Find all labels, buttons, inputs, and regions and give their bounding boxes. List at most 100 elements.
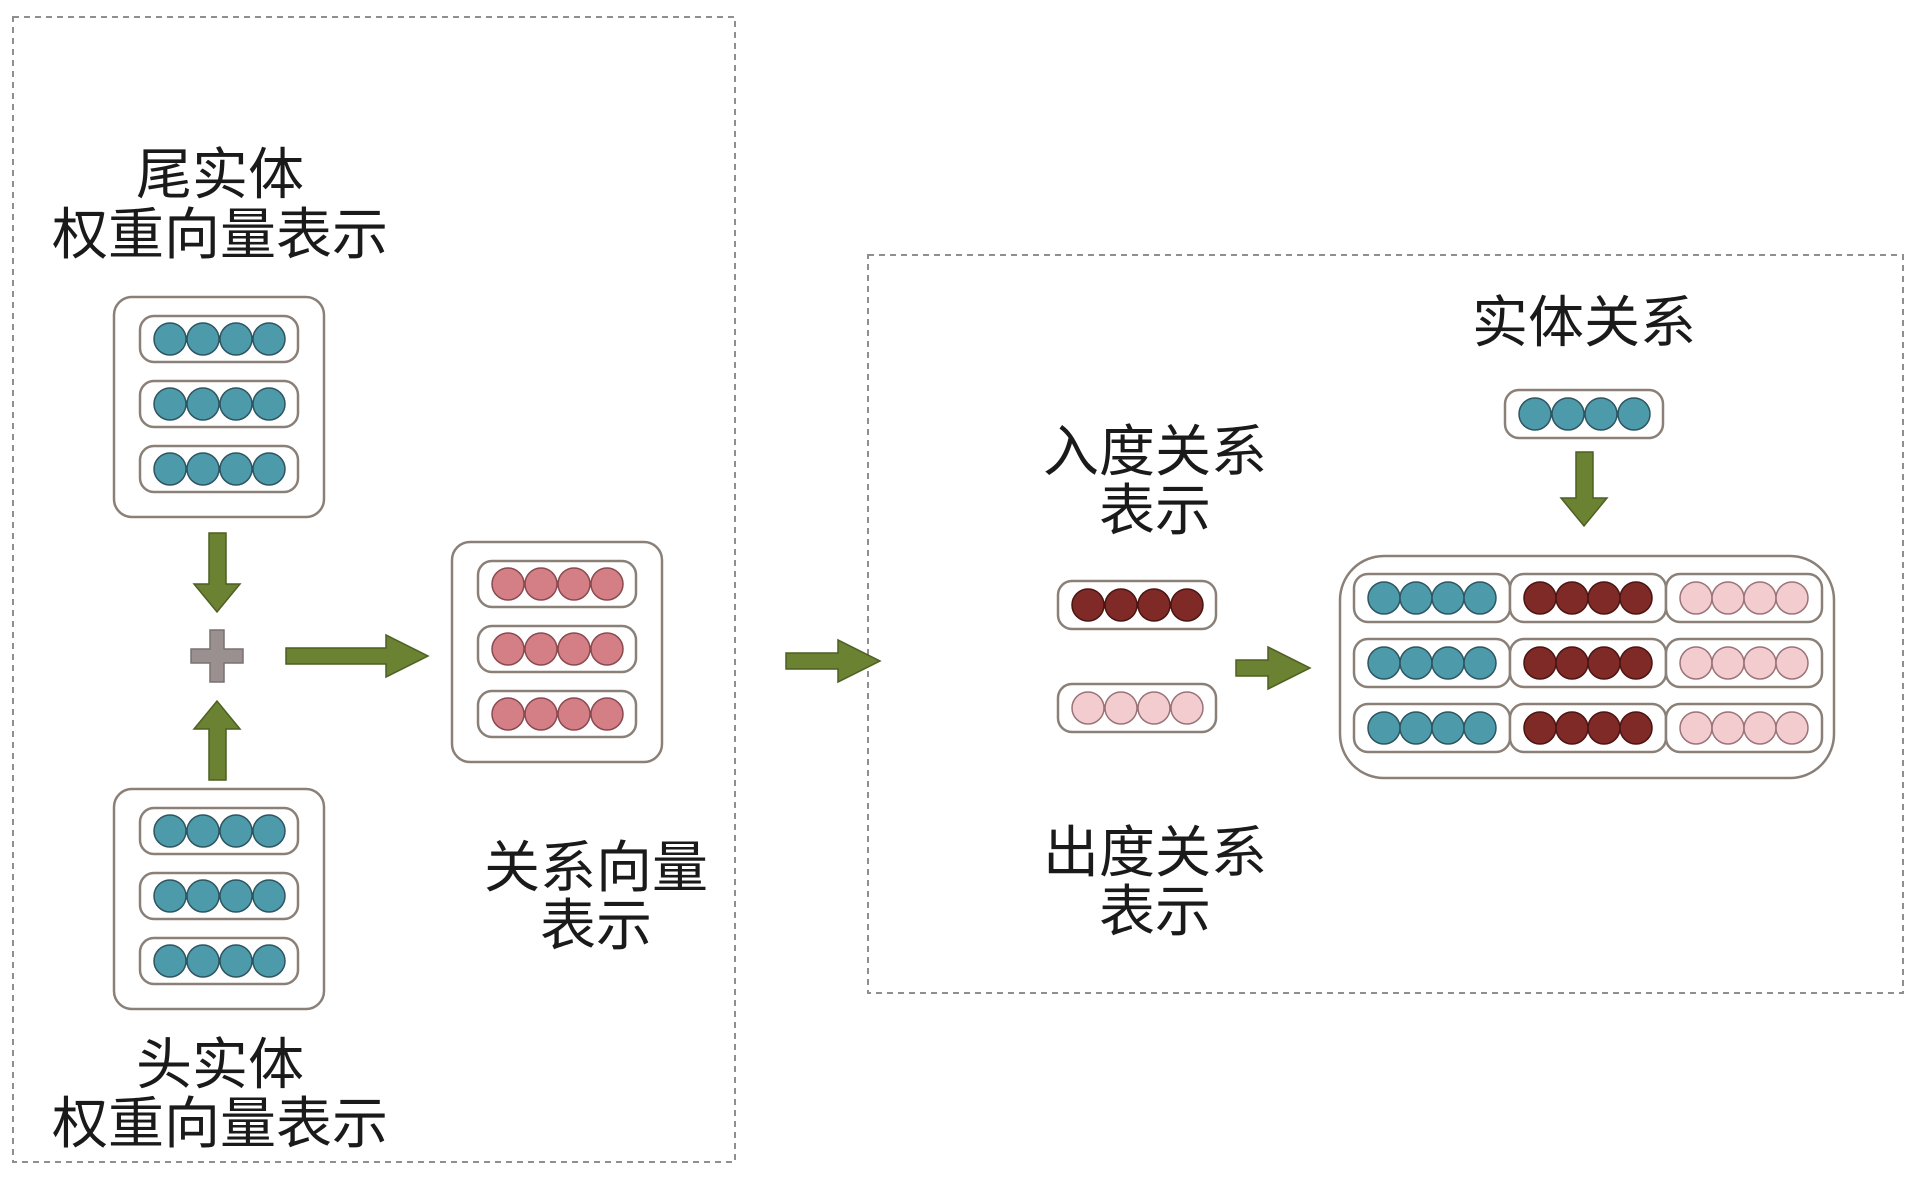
arrow-down-icon — [1559, 451, 1609, 528]
vector-dot — [252, 452, 286, 486]
head-entity-matrix — [112, 787, 326, 1011]
tail-row-3 — [138, 444, 300, 494]
vector-dot — [1587, 711, 1621, 745]
vector-dot — [1743, 646, 1777, 680]
vector-dot — [1431, 581, 1465, 615]
vector-dot — [524, 697, 558, 731]
vector-dot — [1711, 711, 1745, 745]
indegree-label-line2: 表示 — [1099, 479, 1211, 544]
vector-dot — [1463, 581, 1497, 615]
vector-dot — [219, 944, 253, 978]
tail-entity-label-line1: 尾实体 — [136, 143, 304, 208]
tail-entity-label-line2: 权重向量表示 — [52, 203, 388, 268]
vector-dot — [153, 879, 187, 913]
entity-relation-label: 实体关系 — [1472, 291, 1696, 356]
relation-vector-label-line2: 表示 — [540, 894, 652, 959]
indegree-vector — [1056, 579, 1218, 631]
vector-dot — [1399, 711, 1433, 745]
outdegree-label-line1: 出度关系 — [1043, 821, 1267, 886]
vector-dot — [1431, 711, 1465, 745]
relation-row-1 — [476, 559, 638, 609]
vector-dot — [219, 452, 253, 486]
head-row-3 — [138, 936, 300, 986]
head-entity-label-line2: 权重向量表示 — [52, 1092, 388, 1157]
vector-dot — [1170, 588, 1204, 622]
outdegree-label-line2: 表示 — [1099, 880, 1211, 945]
vector-dot — [1137, 691, 1171, 725]
entity-relation-vector — [1503, 388, 1665, 440]
combined-row-1 — [1352, 572, 1824, 624]
outdegree-vector — [1056, 682, 1218, 734]
vector-dot — [1071, 691, 1105, 725]
vector-dot — [524, 632, 558, 666]
vector-dot — [1399, 581, 1433, 615]
vector-dot — [1619, 646, 1653, 680]
vector-dot — [491, 632, 525, 666]
right-panel — [867, 254, 1904, 994]
vector-dot — [1775, 711, 1809, 745]
indegree-label-line1: 入度关系 — [1043, 420, 1267, 485]
tail-entity-matrix — [112, 295, 326, 519]
relation-row-3 — [476, 689, 638, 739]
plus-icon — [190, 629, 244, 683]
tail-row-2 — [138, 379, 300, 429]
arrow-down-icon — [192, 532, 242, 614]
vector-dot — [1587, 646, 1621, 680]
vector-dot — [1619, 581, 1653, 615]
relation-vector-label-line1: 关系向量 — [484, 836, 708, 901]
vector-dot — [186, 452, 220, 486]
vector-dot — [1743, 581, 1777, 615]
vector-dot — [557, 632, 591, 666]
vector-dot — [1137, 588, 1171, 622]
vector-dot — [590, 697, 624, 731]
arrow-right-icon — [785, 638, 882, 684]
vector-dot — [1523, 581, 1557, 615]
vector-dot — [219, 879, 253, 913]
arrow-up-icon — [192, 699, 242, 781]
vector-dot — [1711, 581, 1745, 615]
vector-dot — [524, 567, 558, 601]
vector-dot — [186, 879, 220, 913]
arrow-right-icon — [1235, 645, 1312, 691]
vector-dot — [186, 814, 220, 848]
relation-row-2 — [476, 624, 638, 674]
vector-dot — [1551, 397, 1585, 431]
vector-dot — [1104, 691, 1138, 725]
vector-dot — [219, 814, 253, 848]
vector-dot — [153, 944, 187, 978]
vector-dot — [1584, 397, 1618, 431]
head-row-2 — [138, 871, 300, 921]
vector-dot — [153, 814, 187, 848]
vector-dot — [1711, 646, 1745, 680]
vector-dot — [1775, 646, 1809, 680]
vector-dot — [590, 567, 624, 601]
vector-dot — [1399, 646, 1433, 680]
vector-dot — [491, 697, 525, 731]
vector-dot — [1463, 711, 1497, 745]
vector-dot — [1523, 711, 1557, 745]
vector-dot — [252, 944, 286, 978]
vector-dot — [153, 387, 187, 421]
vector-dot — [1617, 397, 1651, 431]
vector-dot — [557, 567, 591, 601]
vector-dot — [1367, 581, 1401, 615]
vector-dot — [153, 452, 187, 486]
vector-dot — [1587, 581, 1621, 615]
tail-row-1 — [138, 314, 300, 364]
vector-dot — [252, 879, 286, 913]
vector-dot — [1743, 711, 1777, 745]
vector-dot — [1523, 646, 1557, 680]
vector-dot — [219, 322, 253, 356]
vector-dot — [1679, 646, 1713, 680]
vector-dot — [590, 632, 624, 666]
vector-dot — [1679, 581, 1713, 615]
vector-dot — [186, 322, 220, 356]
vector-dot — [252, 387, 286, 421]
vector-dot — [1463, 646, 1497, 680]
vector-dot — [1518, 397, 1552, 431]
vector-dot — [252, 322, 286, 356]
vector-dot — [1071, 588, 1105, 622]
vector-dot — [1367, 711, 1401, 745]
combined-row-3 — [1352, 702, 1824, 754]
